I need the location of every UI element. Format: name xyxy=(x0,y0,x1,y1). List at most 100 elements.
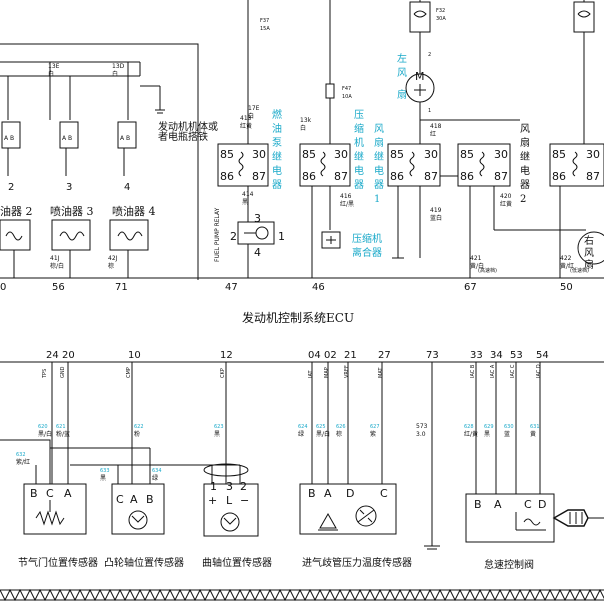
pin-24: 24 xyxy=(46,350,59,361)
svg-text:黑: 黑 xyxy=(242,199,248,206)
svg-text:633: 633 xyxy=(100,468,110,474)
svg-text:85: 85 xyxy=(302,148,316,161)
injector-3 xyxy=(51,219,91,251)
svg-text:黄: 黄 xyxy=(530,430,536,438)
top-pin-46: 46 xyxy=(312,282,325,293)
svg-text:1: 1 xyxy=(278,230,285,243)
svg-text:A B: A B xyxy=(120,135,130,142)
svg-text:30: 30 xyxy=(494,148,508,161)
top-pin-71: 71 xyxy=(115,282,128,293)
svg-text:绿: 绿 xyxy=(298,430,304,438)
relay-pin-87: 87 xyxy=(252,170,266,183)
svg-text:30: 30 xyxy=(424,148,438,161)
svg-text:F32: F32 xyxy=(436,8,445,14)
svg-text:625: 625 xyxy=(316,424,326,430)
svg-text:413: 413 xyxy=(240,115,252,122)
svg-text:86: 86 xyxy=(460,170,474,183)
map-temperature-sensor: B A D C 进气歧管压力温度传感器 xyxy=(299,483,412,569)
fuel-pump-relay-label: FUEL PUMP RELAY xyxy=(214,207,221,262)
svg-text:85: 85 xyxy=(390,148,404,161)
top-wire-codes: 17E 白 13k 白 416 红/黑 418 红 419 蓝白 420 红黄 … xyxy=(50,105,574,270)
svg-text:黑: 黑 xyxy=(214,431,220,438)
injector-number-4: 4 xyxy=(124,182,130,193)
wire-label-13d: 13D xyxy=(112,63,125,70)
svg-text:器: 器 xyxy=(374,179,384,191)
svg-text:418: 418 xyxy=(430,123,442,130)
svg-text:白: 白 xyxy=(248,112,254,120)
svg-text:13k: 13k xyxy=(300,117,312,124)
note-low-speed: (低速档) xyxy=(570,267,589,274)
svg-text:A: A xyxy=(130,493,138,506)
svg-text:C: C xyxy=(116,493,124,506)
ckp-label: 曲轴位置传感器 xyxy=(202,556,272,569)
svg-text:扇: 扇 xyxy=(584,258,594,271)
svg-text:421: 421 xyxy=(470,255,482,262)
svg-text:B: B xyxy=(146,493,154,506)
ac-clutch-label-2: 离合器 xyxy=(352,246,382,259)
ac-compressor-relay: 85 30 86 87 压 缩 机 继 电 器 压缩机 离合器 xyxy=(299,109,382,278)
svg-text:B: B xyxy=(30,487,38,500)
svg-text:3: 3 xyxy=(254,212,261,225)
svg-text:缩: 缩 xyxy=(354,122,364,135)
svg-text:634: 634 xyxy=(152,468,162,474)
injector-number-3: 3 xyxy=(66,182,72,193)
bottom-signal-labels: TPS GND CMP CKP IAT MAP VREF MAT IAC B I… xyxy=(42,364,542,379)
bottom-hatch-border xyxy=(0,588,604,601)
svg-text:623: 623 xyxy=(214,424,224,430)
fuel-pump-relay-symbol: FUEL PUMP RELAY 3 4 2 1 xyxy=(214,207,285,262)
svg-text:A B: A B xyxy=(4,135,14,142)
svg-text:86: 86 xyxy=(552,170,566,183)
svg-text:414: 414 xyxy=(242,191,254,198)
svg-text:87: 87 xyxy=(334,170,348,183)
fan-motor: M 左 风 扇 2 1 xyxy=(397,52,435,114)
svg-text:棕/白: 棕/白 xyxy=(50,262,64,270)
svg-text:粉/蓝: 粉/蓝 xyxy=(56,430,70,438)
svg-text:86: 86 xyxy=(302,170,316,183)
svg-text:黑: 黑 xyxy=(484,431,490,438)
svg-text:C: C xyxy=(524,498,532,511)
injector-plug-2 xyxy=(1,121,21,149)
injector-2 xyxy=(0,219,31,251)
svg-text:631: 631 xyxy=(530,424,540,430)
fan-relay-3: 85 30 86 87 右 风 扇 xyxy=(549,143,604,278)
relay-pin-85: 85 xyxy=(220,148,234,161)
bottom-ecu-pins: 24 20 10 12 04 02 21 27 73 33 34 53 54 xyxy=(46,350,549,361)
svg-text:622: 622 xyxy=(134,424,144,430)
wire-label-13d-color: 白 xyxy=(112,70,118,78)
svg-text:C: C xyxy=(380,487,388,500)
svg-text:4: 4 xyxy=(254,246,261,259)
ac-clutch-label-1: 压缩机 xyxy=(352,232,382,245)
ecu-title: 发动机控制系统ECU xyxy=(242,310,354,325)
injector-plug-4 xyxy=(117,121,137,149)
svg-text:1: 1 xyxy=(374,194,380,205)
svg-text:电: 电 xyxy=(272,164,282,177)
svg-text:2: 2 xyxy=(240,480,247,493)
svg-text:IAC C: IAC C xyxy=(510,364,516,378)
svg-text:器: 器 xyxy=(272,179,282,191)
svg-text:红黄: 红黄 xyxy=(240,122,252,130)
svg-text:MAP: MAP xyxy=(324,367,330,378)
injector-number-2: 2 xyxy=(8,182,14,193)
svg-text:风: 风 xyxy=(520,123,530,135)
svg-text:继: 继 xyxy=(520,150,530,163)
pin-27: 27 xyxy=(378,350,391,361)
svg-text:机: 机 xyxy=(354,136,364,149)
svg-text:蓝: 蓝 xyxy=(504,430,510,438)
svg-text:422: 422 xyxy=(560,255,572,262)
svg-text:继: 继 xyxy=(374,150,384,163)
svg-text:629: 629 xyxy=(484,424,494,430)
pin-53: 53 xyxy=(510,350,523,361)
engine-ground-note-1: 发动机机体或 xyxy=(158,120,218,133)
svg-text:630: 630 xyxy=(504,424,514,430)
svg-text:右: 右 xyxy=(584,234,594,247)
svg-text:1: 1 xyxy=(428,108,431,114)
svg-text:87: 87 xyxy=(494,170,508,183)
map-label: 进气歧管压力温度传感器 xyxy=(302,556,412,569)
top-pin-50: 50 xyxy=(560,282,573,293)
bottom-wire-codes: 620 黑/白 621 粉/蓝 622 粉 623 黑 624 绿 625 黑/… xyxy=(16,423,540,482)
svg-text:30A: 30A xyxy=(436,16,446,22)
svg-text:风: 风 xyxy=(374,123,384,135)
svg-text:A: A xyxy=(64,487,72,500)
svg-text:器: 器 xyxy=(520,179,530,191)
